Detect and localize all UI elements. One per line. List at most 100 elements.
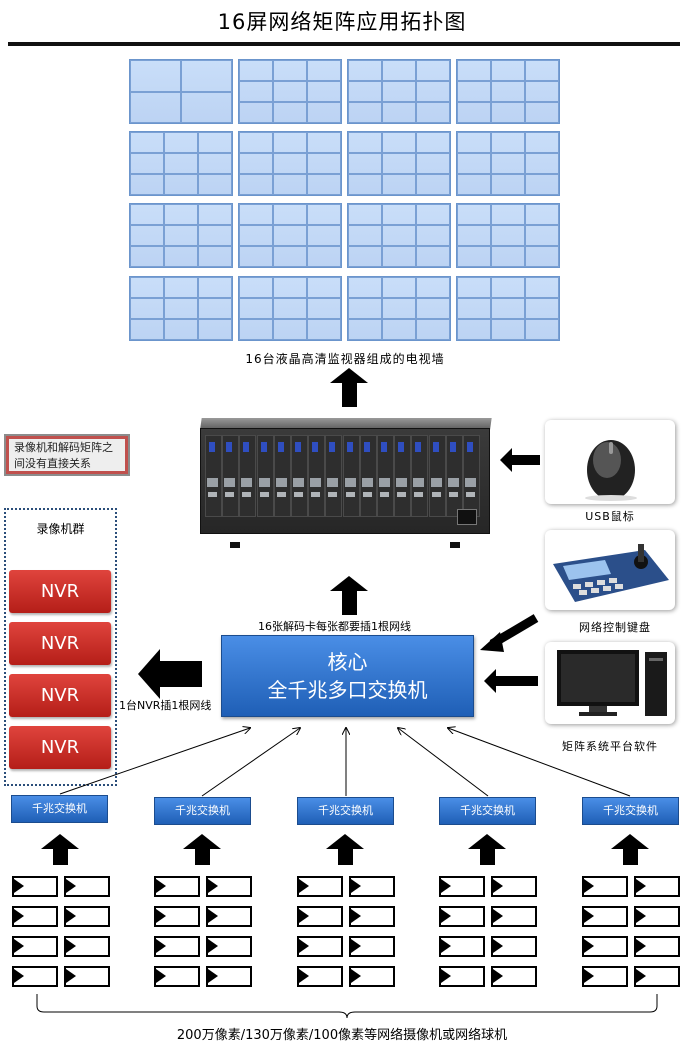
access-switch: 千兆交换机 [297, 797, 394, 825]
network-camera-icon [64, 876, 113, 898]
arrow-left-icon [484, 669, 538, 693]
network-camera-icon [64, 966, 113, 988]
usb-mouse-label: USB鼠标 [585, 510, 635, 523]
network-camera-icon [491, 936, 540, 958]
decoder-card [308, 435, 326, 517]
network-camera-icon [206, 966, 255, 988]
uplink-line [201, 728, 300, 797]
arrow-up-icon [330, 368, 368, 407]
network-camera-icon [297, 966, 346, 988]
decoder-card [325, 435, 343, 517]
monitor-screen [238, 59, 342, 124]
network-camera-icon [439, 936, 488, 958]
decoder-card [463, 435, 480, 517]
note-text: 录像机和解码矩阵之间没有直接关系 [9, 439, 125, 471]
decoder-matrix-chassis [200, 418, 492, 548]
network-keyboard-image [545, 530, 675, 610]
platform-software-label: 矩阵系统平台软件 [562, 740, 658, 753]
monitor-screen [129, 131, 233, 196]
monitor-screen [456, 276, 560, 341]
network-camera-icon [491, 966, 540, 988]
network-camera-icon [206, 936, 255, 958]
decoder-card [342, 435, 360, 517]
nvr-unit: NVR [9, 622, 111, 665]
decoder-card [411, 435, 429, 517]
uplink-line [59, 728, 250, 795]
decoder-card [239, 435, 257, 517]
monitor-screen [129, 59, 233, 124]
monitor-screen [238, 131, 342, 196]
network-camera-icon [12, 966, 61, 988]
uplink-line [398, 728, 489, 797]
network-camera-icon [12, 876, 61, 898]
diagonal-arrow-icon [480, 614, 539, 652]
camera-caption: 200万像素/130万像素/100像素等网络摄像机或网络球机 [176, 1028, 508, 1043]
network-camera-icon [297, 906, 346, 928]
network-camera-icon [491, 906, 540, 928]
arrow-up-icon [468, 834, 506, 865]
decoder-card [205, 435, 222, 517]
arrow-up-icon [330, 576, 368, 615]
monitor-screen [456, 203, 560, 268]
arrow-up-icon [611, 834, 649, 865]
camera-group-brace [36, 994, 658, 1018]
decoder-card [273, 435, 291, 517]
decoder-card [445, 435, 463, 517]
network-camera-icon [64, 906, 113, 928]
core-switch-title: 核心 [327, 650, 368, 674]
network-camera-icon [634, 876, 683, 898]
nvr-unit: NVR [9, 726, 111, 769]
network-camera-icon [349, 906, 398, 928]
access-switch: 千兆交换机 [439, 797, 536, 825]
video-wall-caption: 16台液晶高清监视器组成的电视墙 [245, 352, 445, 366]
arrow-left-icon [138, 649, 202, 699]
decoder-card [256, 435, 274, 517]
access-switch: 千兆交换机 [582, 797, 679, 825]
access-switch: 千兆交换机 [154, 797, 251, 825]
network-camera-icon [154, 906, 203, 928]
decoder-card [291, 435, 308, 517]
monitor-screen [347, 203, 451, 268]
network-camera-icon [64, 936, 113, 958]
network-camera-icon [439, 966, 488, 988]
network-camera-icon [154, 936, 203, 958]
network-camera-icon [206, 876, 255, 898]
monitor-screen [129, 203, 233, 268]
access-switch: 千兆交换机 [11, 795, 108, 823]
decoder-card [428, 435, 446, 517]
network-camera-icon [634, 936, 683, 958]
network-keyboard-label: 网络控制键盘 [579, 621, 651, 634]
core-switch-subtitle: 全千兆多口交换机 [267, 678, 428, 702]
nvr-connection-label: 1台NVR插1根网线 [119, 699, 212, 712]
network-camera-icon [349, 936, 398, 958]
arrow-left-icon [500, 448, 540, 472]
network-camera-icon [439, 906, 488, 928]
decoder-card [377, 435, 394, 517]
monitor-screen [456, 59, 560, 124]
monitor-screen [347, 59, 451, 124]
usb-mouse-image [545, 420, 675, 504]
arrow-up-icon [183, 834, 221, 865]
network-camera-icon [349, 876, 398, 898]
uplink-line [448, 728, 631, 797]
nvr-group-box [4, 508, 117, 786]
monitor-screen [129, 276, 233, 341]
power-socket-icon [457, 509, 477, 525]
network-camera-icon [634, 966, 683, 988]
network-camera-icon [297, 876, 346, 898]
network-camera-icon [154, 966, 203, 988]
network-camera-icon [582, 936, 631, 958]
monitor-screen [347, 131, 451, 196]
title-divider [8, 42, 680, 46]
network-camera-icon [491, 876, 540, 898]
network-camera-icon [634, 906, 683, 928]
diagram-title: 16屏网络矩阵应用拓扑图 [217, 10, 467, 34]
monitor-screen [238, 203, 342, 268]
network-camera-icon [12, 906, 61, 928]
decoder-card [394, 435, 412, 517]
network-camera-icon [582, 906, 631, 928]
nvr-unit: NVR [9, 570, 111, 613]
note-box: 录像机和解码矩阵之间没有直接关系 [4, 434, 130, 476]
nvr-unit: NVR [9, 674, 111, 717]
